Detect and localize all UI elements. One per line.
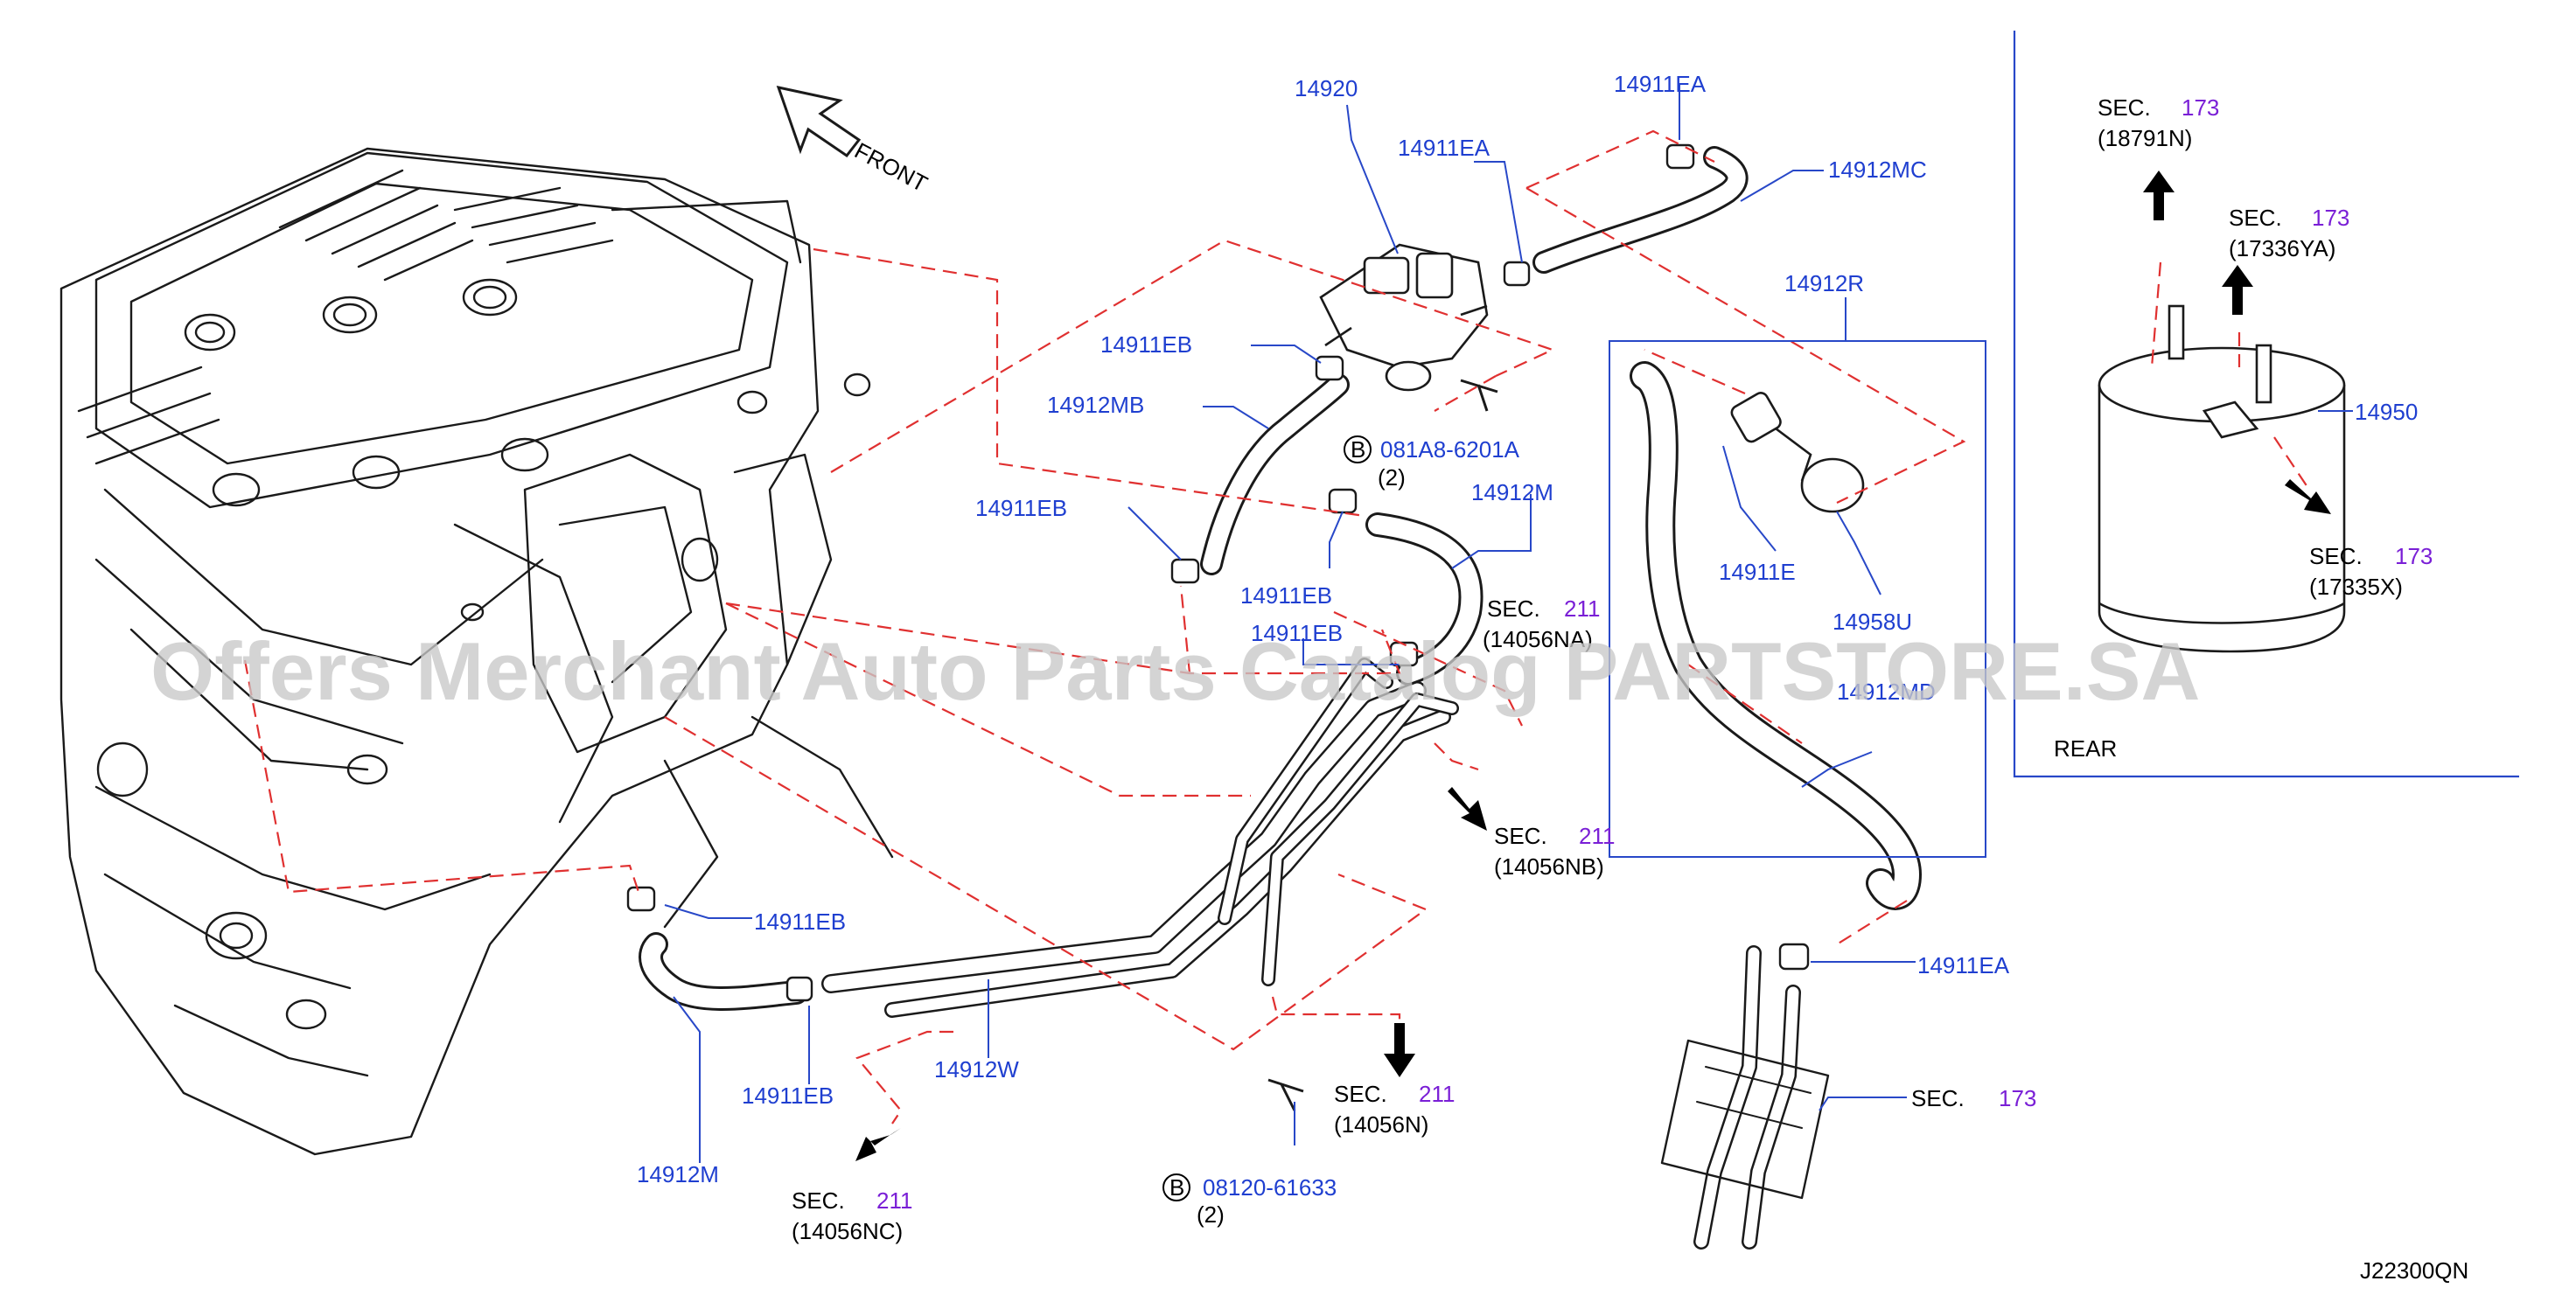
- svg-text:211: 211: [1579, 823, 1615, 849]
- part-label: 14911EA: [1398, 135, 1490, 161]
- engine-illustration: [59, 147, 894, 1156]
- section-ref: SEC. 211 (14056N): [1334, 1081, 1455, 1138]
- arrow-down-icon: [1384, 1023, 1415, 1077]
- purge-valve-14920: [1319, 243, 1489, 392]
- arrow-down-right-icon: [2285, 479, 2331, 514]
- part-label: 14911EB: [1240, 582, 1332, 609]
- bolt-number: 081A8-6201A: [1380, 436, 1520, 463]
- svg-text:(18791N): (18791N): [2098, 125, 2192, 151]
- arrow-down-left-icon: [855, 1128, 901, 1161]
- svg-text:SEC.: SEC.: [2098, 94, 2151, 121]
- dashed-guide-lines: [243, 129, 2310, 1124]
- bolt-callout: B 081A8-6201A (2): [1344, 435, 1520, 491]
- part-label: 14912W: [934, 1056, 1019, 1083]
- svg-text:SEC.: SEC.: [1494, 823, 1547, 849]
- part-label: 14912M: [1471, 479, 1553, 505]
- watermark: Offers Merchant Auto Parts Catalog PARTS…: [150, 625, 2200, 717]
- bolt-quantity: (2): [1197, 1201, 1225, 1228]
- svg-text:SEC.: SEC.: [1911, 1085, 1965, 1111]
- svg-text:SEC.: SEC.: [2229, 205, 2282, 231]
- part-label: 14912M: [637, 1161, 719, 1187]
- part-label: 14912MB: [1047, 392, 1144, 418]
- part-label: 14911EB: [975, 495, 1067, 521]
- svg-text:SEC.: SEC.: [1487, 595, 1540, 622]
- diagram-code: J22300QN: [2360, 1257, 2468, 1284]
- outline-arrow-icon: [776, 85, 862, 158]
- section-ref: SEC. 211 (14056NB): [1494, 823, 1615, 880]
- svg-text:SEC.: SEC.: [2309, 543, 2363, 569]
- svg-text:SEC.: SEC.: [1334, 1081, 1387, 1107]
- svg-text:(14056NC): (14056NC): [792, 1218, 903, 1244]
- rear-panel-frame: [2013, 31, 2519, 778]
- part-label: 14911EB: [1251, 620, 1343, 646]
- part-label: 14911EA: [1614, 71, 1707, 97]
- svg-text:(14056N): (14056N): [1334, 1111, 1428, 1138]
- arrow-up-icon: [2143, 171, 2175, 220]
- bolt-badge: [1162, 1173, 1190, 1201]
- part-label: 14920: [1295, 75, 1358, 101]
- section-ref: SEC. 173 (17335X): [2309, 543, 2433, 600]
- svg-text:SEC.: SEC.: [792, 1187, 845, 1214]
- svg-text:173: 173: [2312, 205, 2349, 231]
- section-ref: SEC. 173 (17336YA): [2229, 205, 2349, 261]
- part-label: 14950: [2355, 399, 2418, 425]
- rear-label: REAR: [2054, 735, 2117, 762]
- svg-text:(17336YA): (17336YA): [2229, 235, 2335, 261]
- part-label: 14911EB: [1100, 331, 1192, 358]
- svg-text:(17335X): (17335X): [2309, 574, 2403, 600]
- leader-lines: [664, 83, 2353, 1163]
- direction-arrows: [776, 85, 2331, 1161]
- part-label: 14912MC: [1828, 157, 1927, 183]
- bolt-number: 08120-61633: [1203, 1174, 1337, 1201]
- part-labels: 14920 14911EA 14911EA 14912MC 14912R 149…: [637, 71, 2418, 1187]
- part-label: 14912R: [1784, 270, 1864, 296]
- section-ref: SEC. 173: [1911, 1085, 2036, 1111]
- svg-text:173: 173: [1999, 1085, 2036, 1111]
- arrow-down-right-icon: [1448, 787, 1487, 831]
- section-ref: SEC. 173 (18791N): [2098, 94, 2219, 151]
- part-label: 14911E: [1719, 559, 1796, 585]
- svg-text:(14056NA): (14056NA): [1483, 626, 1593, 652]
- part-label: 14911EB: [742, 1083, 834, 1109]
- part-label: 14911EA: [1917, 952, 2010, 978]
- svg-text:173: 173: [2395, 543, 2433, 569]
- svg-text:211: 211: [1419, 1081, 1455, 1107]
- part-label: 14958U: [1833, 609, 1912, 635]
- hoses-and-pipes: [639, 146, 1922, 1250]
- bracket-14958u: [1730, 392, 1865, 513]
- svg-text:(14056NB): (14056NB): [1494, 853, 1604, 880]
- part-label: 14911EB: [754, 909, 846, 935]
- front-label: FRONT: [850, 137, 932, 198]
- section-ref: SEC. 211 (14056NA): [1483, 595, 1600, 652]
- bolt-callout: B 08120-61633 (2): [1162, 1173, 1337, 1228]
- svg-text:173: 173: [2182, 94, 2219, 121]
- bolt-badge-letter: B: [1169, 1174, 1184, 1201]
- bolt-quantity: (2): [1378, 464, 1406, 491]
- arrow-up-icon: [2222, 265, 2253, 315]
- bolt-badge: [1344, 435, 1372, 463]
- section-ref: SEC. 211 (14056NC): [792, 1187, 912, 1244]
- svg-text:211: 211: [876, 1187, 912, 1214]
- canister-14950: [2098, 304, 2346, 653]
- bolt-badge-letter: B: [1351, 436, 1365, 463]
- clamps: [626, 143, 1810, 1111]
- part-label: 14912MD: [1837, 679, 1936, 705]
- svg-text:211: 211: [1564, 595, 1600, 622]
